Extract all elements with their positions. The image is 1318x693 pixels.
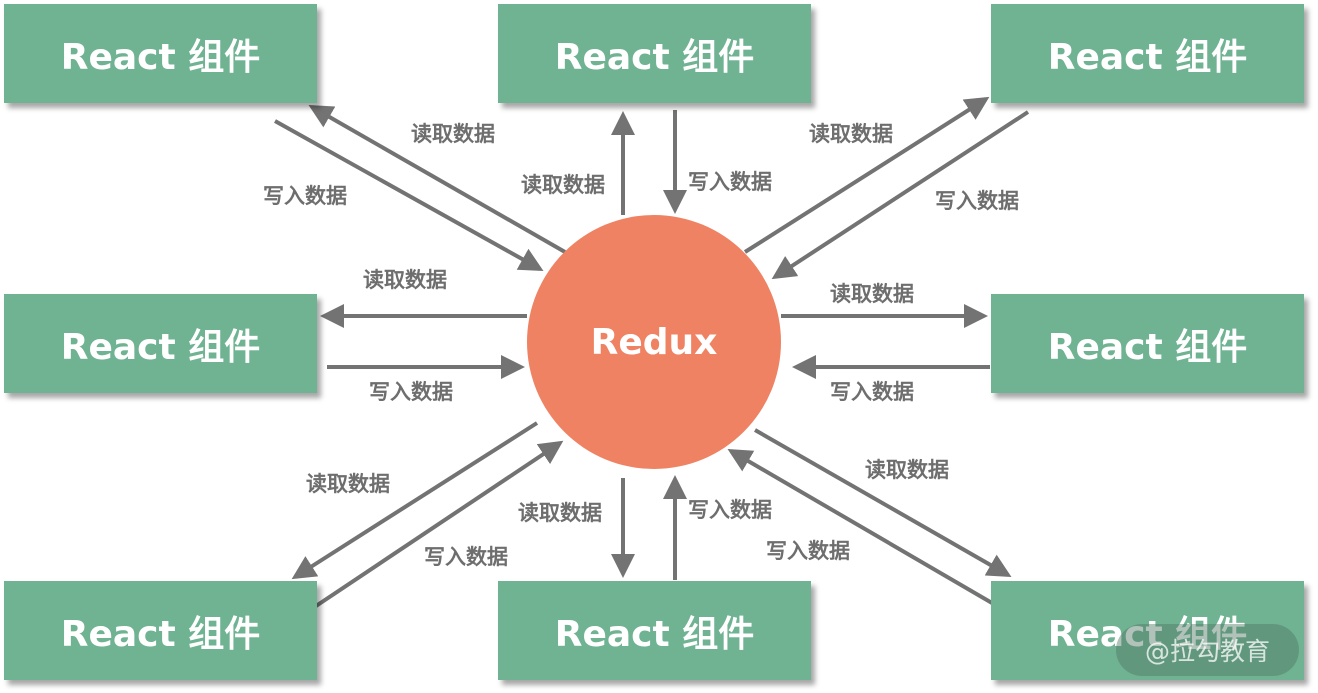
arrow-read-bottom-right xyxy=(754,428,1012,577)
arrow-read-top-left xyxy=(308,105,566,254)
react-component-middle-right: React 组件 xyxy=(991,294,1304,393)
label-read-top-left: 读取数据 xyxy=(411,122,495,146)
label-read-bottom-right: 读取数据 xyxy=(865,458,949,482)
react-component-top-right: React 组件 xyxy=(991,4,1304,103)
label-write-bottom-right: 写入数据 xyxy=(766,539,850,563)
react-component-bottom-right: React 组件 xyxy=(991,581,1304,680)
label-read-middle-right: 读取数据 xyxy=(830,282,914,306)
redux-store: Redux xyxy=(527,215,781,469)
react-component-top-center: React 组件 xyxy=(498,4,811,103)
arrow-write-bottom-right xyxy=(727,448,994,605)
label-read-bottom-left: 读取数据 xyxy=(306,472,390,496)
label-write-top-left: 写入数据 xyxy=(263,184,347,208)
react-component-top-left: React 组件 xyxy=(4,4,317,103)
label-write-top-center: 写入数据 xyxy=(688,170,772,194)
label-read-top-center: 读取数据 xyxy=(521,173,605,197)
react-component-middle-left: React 组件 xyxy=(4,294,317,393)
label-read-top-right: 读取数据 xyxy=(809,122,893,146)
label-read-bottom-center: 读取数据 xyxy=(518,501,602,525)
arrow-write-top-left xyxy=(274,119,544,271)
label-write-top-right: 写入数据 xyxy=(935,189,1019,213)
arrow-read-bottom-left xyxy=(291,421,539,580)
arrow-write-bottom-left xyxy=(314,440,564,608)
label-write-middle-right: 写入数据 xyxy=(830,380,914,404)
react-component-bottom-left: React 组件 xyxy=(4,581,317,680)
arrow-write-top-right xyxy=(771,110,1030,280)
react-component-bottom-center: React 组件 xyxy=(498,581,811,680)
watermark: @拉勾教育 xyxy=(1116,624,1299,676)
label-write-bottom-center: 写入数据 xyxy=(688,498,772,522)
arrow-read-top-right xyxy=(743,96,990,254)
label-read-middle-left: 读取数据 xyxy=(363,268,447,292)
label-write-middle-left: 写入数据 xyxy=(369,380,453,404)
label-write-bottom-left: 写入数据 xyxy=(424,545,508,569)
